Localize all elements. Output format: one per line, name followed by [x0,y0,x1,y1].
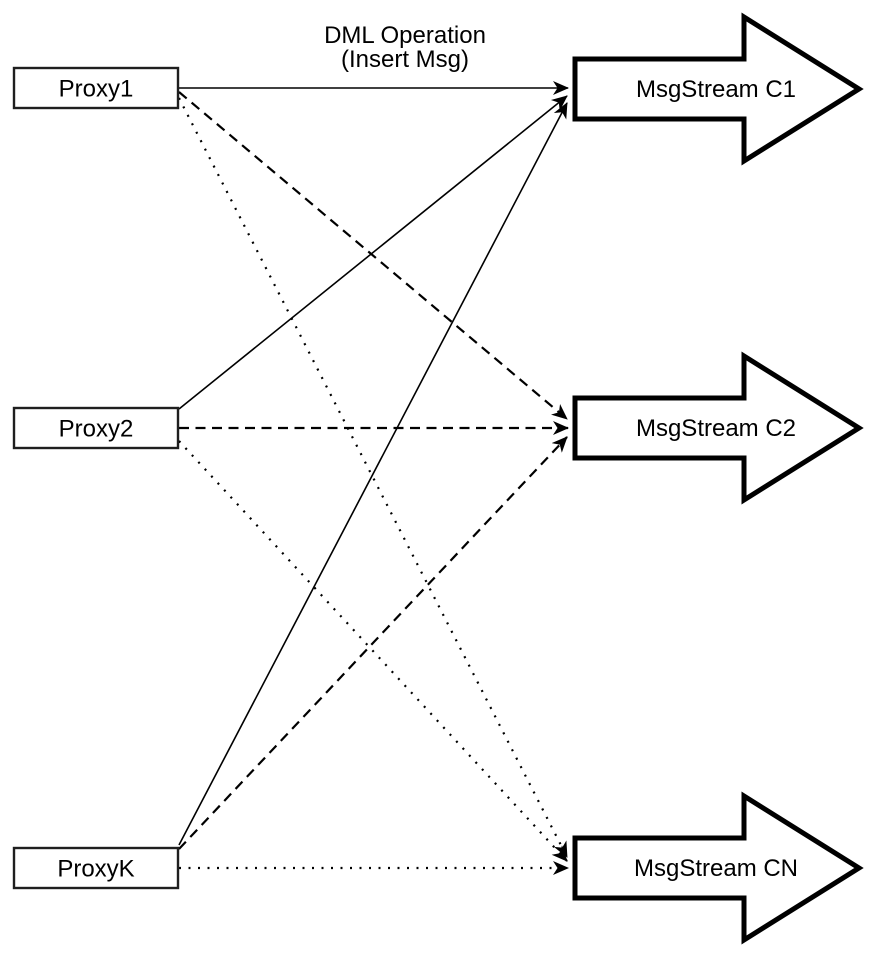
dml-operation-label-line2: (Insert Msg) [341,46,469,73]
proxy1-box [12,66,180,110]
msgstream-c2-label: MsgStream C2 [636,415,796,442]
msgstream-cn-arrow-shape [572,791,864,945]
msgstream-c2-node: MsgStream C2 [572,351,864,505]
proxyk-box [12,846,180,890]
proxy1-label: Proxy1 [59,76,134,103]
msgstream-c2-arrow-shape [572,351,864,505]
proxy2-box [12,406,180,450]
edge-proxy1-to-msgstream-cn [178,97,568,858]
msgstream-cn-node: MsgStream CN [572,791,864,945]
proxyk-node: ProxyK [12,846,180,890]
edge-proxy2-to-msgstream-c1 [178,95,568,410]
msgstream-c1-arrow-shape [572,12,864,166]
edges-layer [178,81,569,875]
msgstream-c1-label: MsgStream C1 [636,76,796,103]
proxy1-node: Proxy1 [12,66,180,110]
edge-proxy2-to-msgstream-cn [178,440,568,862]
proxy2-label: Proxy2 [59,416,134,443]
edge-proxyk-to-msgstream-c2 [178,436,568,850]
edge-proxyk-to-msgstream-c1 [178,102,568,846]
dml-operation-label-line1: DML Operation [324,22,486,49]
proxy2-node: Proxy2 [12,406,180,450]
msgstream-c1-node: MsgStream C1 [572,12,864,166]
edge-proxy1-to-msgstream-c2 [178,91,568,420]
proxyk-label: ProxyK [57,856,134,883]
msgstream-cn-label: MsgStream CN [634,855,798,882]
